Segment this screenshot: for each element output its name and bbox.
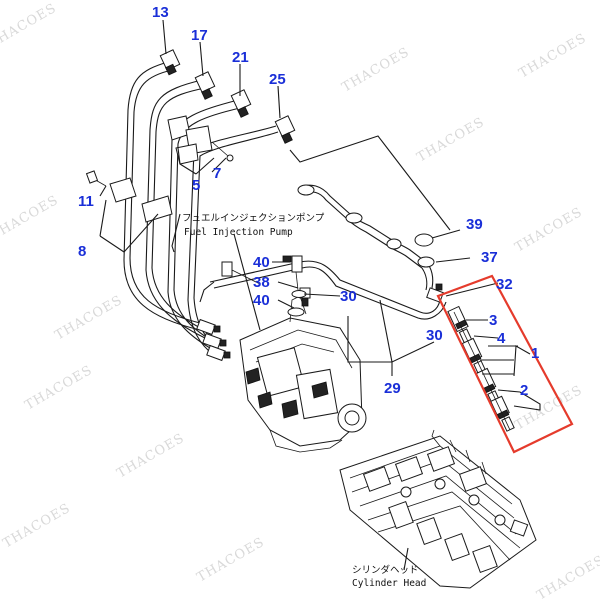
callout-8: 8 <box>78 243 86 260</box>
callout-37: 37 <box>481 249 498 266</box>
watermark: THACOES <box>0 193 61 244</box>
fuel-injection-pump <box>221 255 367 453</box>
callout-2: 2 <box>520 382 528 399</box>
watermark: THACOES <box>513 205 586 256</box>
callout-39: 39 <box>466 216 483 233</box>
callout-3: 3 <box>489 312 497 329</box>
fitting-25 <box>274 115 296 144</box>
clamps <box>85 115 234 223</box>
watermark: THACOES <box>23 363 96 414</box>
callout-29: 29 <box>384 380 401 397</box>
cylinder-head-label-jp: シリンダヘッド <box>352 564 419 576</box>
callout-40-top: 40 <box>253 254 270 271</box>
cylinder-head-label-en: Cylinder Head <box>352 578 426 589</box>
callout-38: 38 <box>253 274 270 291</box>
watermark: THACOES <box>340 45 413 96</box>
watermark: THACOES <box>0 1 59 52</box>
fitting-13 <box>159 49 181 76</box>
fuel-pump-label-jp: フュエルインジェクションポンプ <box>182 213 325 224</box>
injector-nozzles <box>447 305 515 432</box>
watermark: THACOES <box>535 553 600 600</box>
watermark: THACOES <box>517 31 590 82</box>
leak-off-pipe <box>297 184 444 303</box>
injector <box>490 395 515 432</box>
callout-numbers: 13 17 21 25 5 7 11 8 39 37 32 40 38 40 3… <box>78 4 539 399</box>
callout-40-bottom: 40 <box>253 292 270 309</box>
watermark: THACOES <box>1 501 74 552</box>
callout-17: 17 <box>191 27 208 44</box>
pipe-fittings <box>159 49 296 362</box>
watermark: THACOES <box>195 535 268 586</box>
callout-4: 4 <box>497 330 506 347</box>
callout-30-lower: 30 <box>426 327 443 344</box>
watermark: THACOES <box>415 115 488 166</box>
callout-30-upper: 30 <box>340 288 357 305</box>
callout-25: 25 <box>269 71 286 88</box>
fitting-17 <box>194 71 216 100</box>
fuel-pump-label-en: Fuel Injection Pump <box>184 227 293 238</box>
callout-13: 13 <box>152 4 169 21</box>
callout-5: 5 <box>192 177 200 194</box>
pump-end-fittings <box>196 318 231 362</box>
callout-32: 32 <box>496 276 513 293</box>
injection-pipes <box>123 61 447 357</box>
callout-1: 1 <box>531 345 539 362</box>
watermark: THACOES <box>53 293 126 344</box>
callout-21: 21 <box>232 49 249 66</box>
clamp-lower <box>85 170 173 223</box>
watermark: THACOES <box>115 431 188 482</box>
injector-highlight-frame <box>436 274 574 454</box>
callout-7: 7 <box>213 165 221 182</box>
callout-11: 11 <box>78 193 94 210</box>
highlight-box <box>436 274 574 454</box>
clamp-upper <box>167 115 234 165</box>
text-labels: フュエルインジェクションポンプ Fuel Injection Pump シリンダ… <box>182 213 426 589</box>
fitting-21 <box>230 89 252 118</box>
leader-lines <box>99 19 541 571</box>
cylinder-head <box>339 429 537 589</box>
